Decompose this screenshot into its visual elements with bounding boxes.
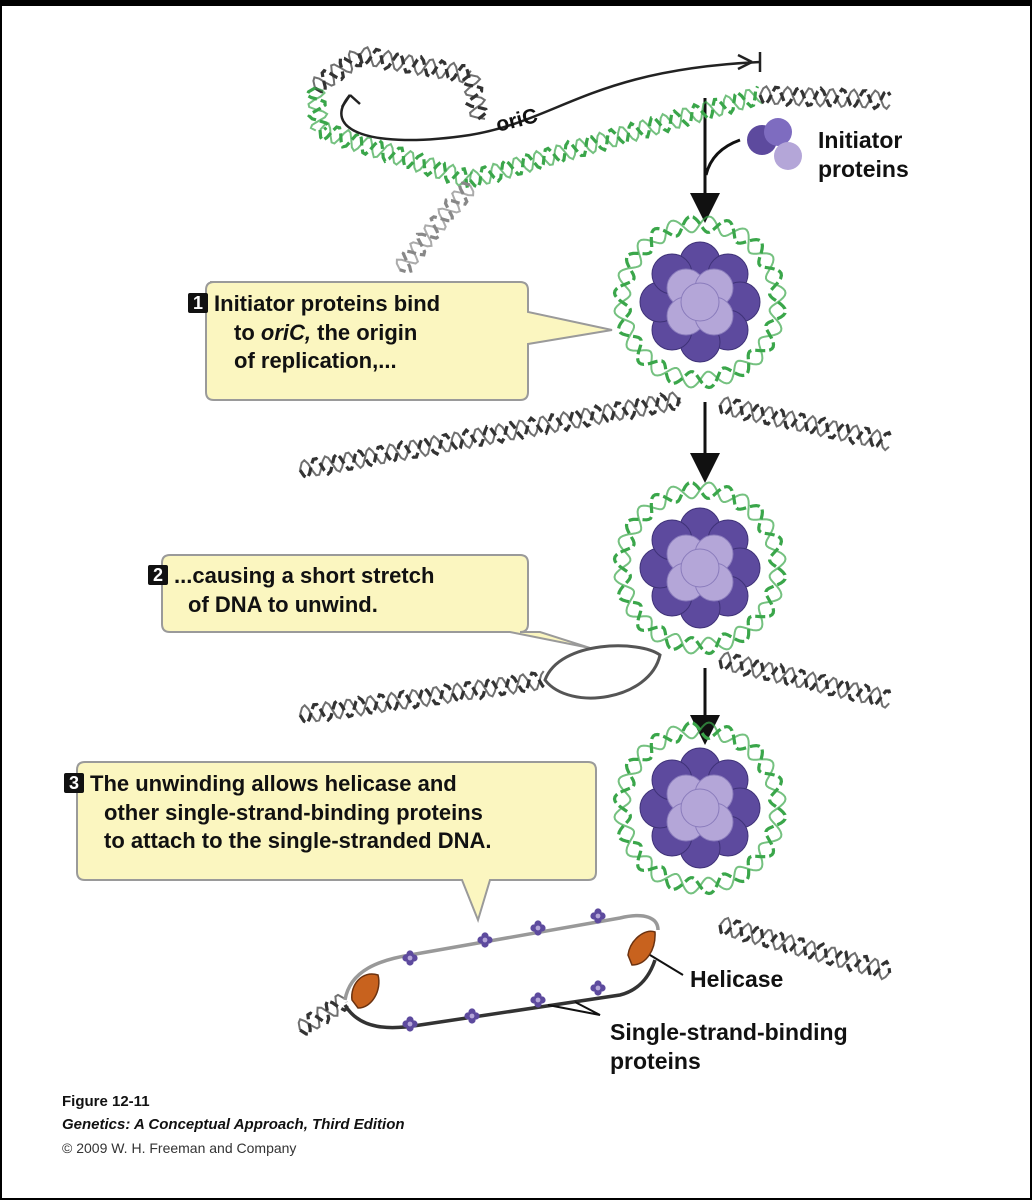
protein-cluster-2 bbox=[639, 507, 761, 629]
tail-3-left bbox=[297, 993, 349, 1036]
upper-single-strand bbox=[343, 913, 660, 1001]
book-title: Genetics: A Conceptual Approach, Third E… bbox=[62, 1116, 405, 1133]
helicase-label: Helicase bbox=[690, 966, 784, 992]
top-loop-top bbox=[358, 45, 472, 84]
top-loop-right bbox=[460, 73, 489, 123]
callout-box-2 bbox=[161, 554, 591, 649]
lower-single-strand bbox=[343, 959, 657, 1030]
top-right-tail bbox=[758, 85, 892, 111]
top-green-1 bbox=[304, 86, 331, 132]
top-loop-left bbox=[312, 50, 363, 94]
tail-3-right bbox=[718, 916, 892, 981]
ssb-protein-7 bbox=[530, 992, 546, 1008]
helicase-shapes bbox=[351, 930, 656, 1009]
figure-number: Figure 12-11 bbox=[62, 1093, 150, 1110]
top-green-3 bbox=[468, 85, 764, 189]
tail-2-right bbox=[718, 651, 893, 709]
initiator-protein-complexes bbox=[402, 118, 802, 1032]
ssb-protein-1 bbox=[402, 950, 418, 966]
callout-box-3 bbox=[76, 761, 597, 924]
step-1-number: 1 bbox=[188, 293, 209, 313]
ssb-protein-5 bbox=[402, 1016, 418, 1032]
helicase-pointer bbox=[649, 954, 684, 976]
step-2-number: 2 bbox=[148, 565, 169, 585]
tail-1-left bbox=[298, 391, 682, 480]
ssb-pointer bbox=[547, 1001, 601, 1016]
protein-cluster-1 bbox=[639, 241, 761, 363]
top-green-2 bbox=[318, 122, 474, 189]
tail-1-right bbox=[718, 396, 893, 452]
unwound-bubble bbox=[543, 644, 662, 700]
initiator-proteins-label: Initiator proteins bbox=[818, 127, 909, 182]
ssb-protein-3 bbox=[530, 920, 546, 936]
protein-cluster-3 bbox=[639, 747, 761, 869]
ssb-protein-8 bbox=[590, 980, 606, 996]
top-lower-tail bbox=[395, 181, 475, 274]
copyright: © 2009 W. H. Freeman and Company bbox=[62, 1140, 297, 1156]
tail-2-left bbox=[298, 670, 548, 726]
step-3-number: 3 bbox=[64, 773, 85, 793]
free-initiator-proteins bbox=[747, 118, 802, 170]
ring-2-dna bbox=[612, 480, 788, 656]
oric-arrow bbox=[340, 52, 762, 142]
dna-strands bbox=[297, 45, 893, 1036]
ring-3-dna bbox=[612, 720, 788, 896]
ssb-protein-6 bbox=[464, 1008, 480, 1024]
ssb-protein-2 bbox=[477, 932, 493, 948]
callout-box-1 bbox=[205, 281, 613, 401]
single-strand-binding-proteins-label: Single-strand-binding proteins bbox=[610, 1019, 848, 1074]
ring-1-dna bbox=[612, 214, 788, 390]
step-2-text: 2...causing a short stretch of DNA to un… bbox=[148, 562, 434, 619]
ssb-protein-4 bbox=[590, 908, 606, 924]
